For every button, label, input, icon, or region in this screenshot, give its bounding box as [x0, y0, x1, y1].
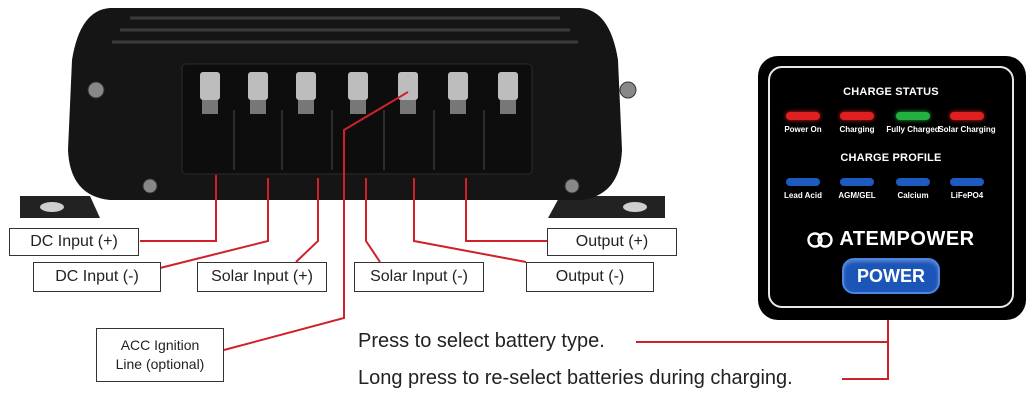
dc-input-neg-label: DC Input (-) [55, 268, 139, 285]
brand-name: ATEMPOWER [839, 228, 975, 250]
output-pos-label: Output (+) [575, 233, 649, 250]
fully-charged-label: Fully Charged [886, 125, 940, 134]
lifepo4-led [950, 178, 984, 186]
callout-acc-ignition: ACC Ignition Line (optional) [96, 328, 224, 382]
calcium-led [896, 178, 930, 186]
acc-label-line2: Line (optional) [115, 356, 205, 372]
terminal-screws [200, 72, 518, 114]
right-slot [623, 202, 647, 212]
heatsink-ribs [112, 16, 578, 44]
power-on-led [786, 112, 820, 120]
leader-output-neg [413, 178, 527, 263]
fully-charged-led [896, 112, 930, 120]
leader-solar-input-neg [365, 178, 381, 263]
leader-long-press [842, 342, 889, 380]
leader-dc-input-pos [140, 175, 217, 242]
charging-led [840, 112, 874, 120]
leader-output-pos [465, 178, 548, 242]
power-on-label: Power On [784, 125, 822, 134]
terminal-dividers [233, 110, 485, 170]
leader-dc-input-neg [159, 178, 269, 269]
lead-acid-label: Lead Acid [784, 191, 822, 200]
dc-input-pos-label: DC Input (+) [30, 233, 118, 250]
callout-dc-input-neg: DC Input (-) [33, 262, 161, 292]
callout-solar-input-neg: Solar Input (-) [354, 262, 484, 292]
charge-profile-title: CHARGE PROFILE [840, 152, 942, 164]
lifepo4-label: LiFePO4 [950, 191, 984, 200]
solar-charging-label: Solar Charging [938, 125, 996, 134]
power-button-label: POWER [856, 265, 925, 286]
callout-output-neg: Output (-) [526, 262, 654, 292]
calcium-label: Calcium [897, 191, 929, 200]
agm-gel-label: AGM/GEL [838, 191, 876, 200]
charge-status-title: CHARGE STATUS [843, 86, 939, 98]
body-screws [87, 81, 637, 194]
charging-label: Charging [839, 125, 875, 134]
agm-gel-led [840, 178, 874, 186]
control-panel: CHARGE STATUS Power On Charging Fully Ch… [758, 56, 1026, 320]
solar-input-neg-label: Solar Input (-) [370, 268, 468, 285]
leader-acc-ignition [223, 91, 409, 351]
brand-icon [807, 231, 834, 248]
right-mounting-flange [548, 196, 665, 218]
callout-dc-input-pos: DC Input (+) [9, 228, 139, 256]
solar-charging-led [950, 112, 984, 120]
left-slot [40, 202, 64, 212]
callout-output-pos: Output (+) [547, 228, 677, 256]
note-long-press: Long press to re-select batteries during… [358, 367, 793, 389]
note-press: Press to select battery type. [358, 330, 605, 352]
power-button[interactable]: POWER [842, 258, 940, 294]
solar-input-pos-label: Solar Input (+) [211, 268, 313, 285]
leader-solar-input-pos [295, 178, 319, 263]
control-panel-frame: CHARGE STATUS Power On Charging Fully Ch… [768, 66, 1014, 308]
terminal-block [181, 63, 533, 175]
leader-lines [140, 91, 889, 380]
acc-label-line1: ACC Ignition [120, 337, 200, 353]
output-neg-label: Output (-) [555, 268, 625, 285]
brand-logo: ATEMPOWER [770, 228, 1012, 251]
lead-acid-led [786, 178, 820, 186]
callout-solar-input-pos: Solar Input (+) [197, 262, 327, 292]
